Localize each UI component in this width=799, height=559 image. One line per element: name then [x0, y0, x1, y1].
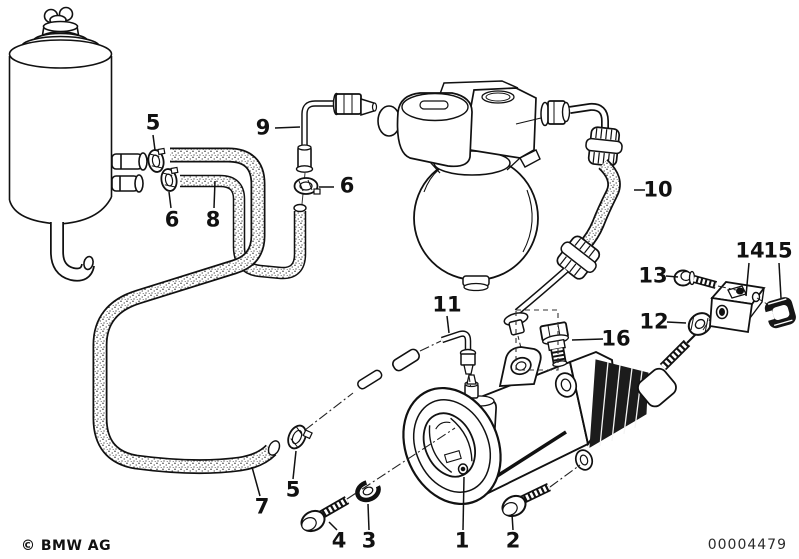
lock-washer-3 — [355, 479, 381, 503]
brake-servo-unit — [402, 330, 700, 506]
copyright-text: © BMW AG — [21, 538, 112, 554]
spring-clip-15 — [756, 297, 796, 329]
bracket-bolt-13 — [673, 269, 737, 291]
drawing-number: 00004479 — [707, 537, 787, 553]
hose-clamp-5a — [147, 147, 166, 173]
pressure-hose-10 — [503, 100, 623, 349]
hose-10-collet-upper — [585, 126, 623, 167]
mount-bracket-14 — [702, 281, 766, 334]
reservoir-outlet-tube — [50, 222, 95, 282]
hose-clamp-5b — [287, 424, 313, 450]
hydraulic-pump-body — [377, 80, 542, 176]
fitting-16-position-box — [515, 309, 559, 371]
return-hose-7 — [92, 147, 281, 475]
rod-nut-12 — [687, 312, 713, 336]
union-fitting-16 — [539, 321, 570, 368]
reservoir-port-upper — [111, 152, 148, 171]
callout-leader-lines — [152, 126, 782, 531]
hose-clamp-6b — [293, 177, 321, 195]
flange-bolt-2 — [501, 464, 581, 518]
hose-clamp-6a — [160, 166, 179, 192]
flange-bolt-4 — [300, 427, 456, 533]
pressure-accumulator-sphere — [413, 155, 539, 292]
servo-flange — [402, 386, 502, 506]
connector-pipe-11 — [304, 330, 477, 431]
reservoir-wing-cap — [43, 6, 74, 26]
fluid-reservoir — [8, 6, 148, 282]
reservoir-port-lower — [111, 174, 144, 193]
hose-10-collet-lower — [556, 235, 601, 280]
servo-bellows — [589, 359, 649, 448]
